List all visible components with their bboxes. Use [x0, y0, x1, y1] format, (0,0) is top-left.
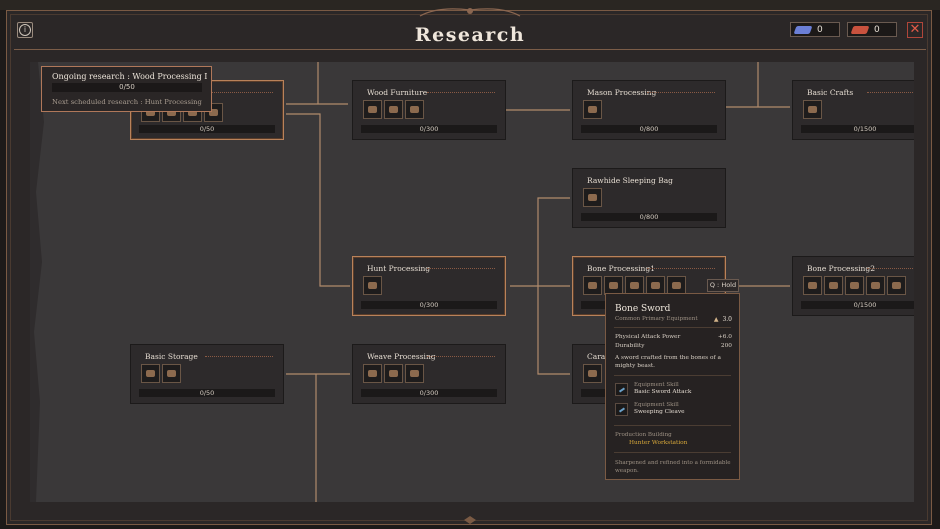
item-tooltip: Bone Sword Common Primary Equipment ▲3.0…	[605, 293, 740, 480]
production-building-value: Hunter Workstation	[629, 440, 688, 446]
node-progress: 0/50	[139, 125, 275, 133]
ongoing-research-progress: 0/50	[52, 83, 202, 92]
ongoing-research-label: Ongoing research : Wood Processing I	[52, 72, 208, 81]
research-tree-canvas[interactable]: 0/50 Wood Furniture 0/300 Mason Processi…	[30, 62, 914, 502]
node-item-icon[interactable]	[803, 100, 822, 119]
info-icon: i	[19, 24, 31, 36]
tree-connectors	[30, 62, 790, 502]
node-item-icon[interactable]	[887, 276, 906, 295]
node-item-icon[interactable]	[405, 364, 424, 383]
node-item-icon[interactable]	[583, 276, 602, 295]
node-wood-furniture[interactable]: Wood Furniture 0/300	[352, 80, 506, 140]
title-ornament	[419, 8, 521, 17]
window-title: Research	[414, 24, 526, 46]
red-resource-icon	[850, 25, 870, 34]
close-button[interactable]: ✕	[907, 22, 923, 38]
node-item-icon[interactable]	[824, 276, 843, 295]
tooltip-stat: Physical Attack Power+6.0	[615, 334, 732, 340]
node-title: Hunt Processing	[367, 264, 431, 273]
node-hunt-processing[interactable]: Hunt Processing 0/300	[352, 256, 506, 316]
tooltip-skill: Equipment Skill Sweeping Cleave	[615, 402, 732, 417]
hold-hotkey-hint: Q : Hold	[707, 279, 739, 292]
node-item-icon[interactable]	[803, 276, 822, 295]
node-item-icon[interactable]	[583, 188, 602, 207]
node-item-icon[interactable]	[583, 364, 602, 383]
resource-counter-blue: 0	[790, 22, 840, 37]
node-progress: 0/800	[581, 213, 717, 221]
node-progress: 0/1500	[801, 125, 914, 133]
node-title: Basic Storage	[145, 352, 198, 361]
node-title: Bone Processing2	[807, 264, 875, 273]
tooltip-flavor-text: Sharpened and refined into a formidable …	[615, 460, 731, 474]
node-progress: 0/300	[361, 301, 497, 309]
node-item-icon[interactable]	[405, 100, 424, 119]
node-item-icon[interactable]	[384, 100, 403, 119]
node-title: Bone Processing1	[587, 264, 655, 273]
node-item-icon[interactable]	[583, 100, 602, 119]
tooltip-item-name: Bone Sword	[615, 304, 671, 314]
node-progress: 0/300	[361, 125, 497, 133]
node-title: Mason Processing	[587, 88, 657, 97]
node-mason-processing[interactable]: Mason Processing 0/800	[572, 80, 726, 140]
bottom-ornament	[464, 516, 476, 524]
node-item-icon[interactable]	[363, 364, 382, 383]
tooltip-item-rarity: Common Primary Equipment	[615, 316, 698, 322]
tooltip-item-score: ▲3.0	[713, 316, 732, 323]
node-item-icon[interactable]	[141, 364, 160, 383]
node-rawhide-sleeping-bag[interactable]: Rawhide Sleeping Bag 0/800	[572, 168, 726, 228]
node-item-icon[interactable]	[363, 276, 382, 295]
node-basic-storage[interactable]: Basic Storage 0/50	[130, 344, 284, 404]
node-bone-processing2[interactable]: Bone Processing2 0/1500	[792, 256, 914, 316]
node-item-icon[interactable]	[866, 276, 885, 295]
node-progress: 0/50	[139, 389, 275, 397]
score-triangle-icon: ▲	[713, 316, 719, 323]
node-progress: 0/300	[361, 389, 497, 397]
info-button[interactable]: i	[17, 22, 33, 38]
resource-counter-red: 0	[847, 22, 897, 37]
ongoing-research-panel: Ongoing research : Wood Processing I 0/5…	[41, 66, 212, 112]
top-status-strip	[0, 0, 940, 10]
node-item-icon[interactable]	[384, 364, 403, 383]
next-scheduled-research: Next scheduled research : Hunt Processin…	[52, 98, 202, 106]
header-divider	[14, 49, 926, 50]
node-progress: 0/1500	[801, 301, 914, 309]
node-item-icon[interactable]	[162, 364, 181, 383]
node-title: Rawhide Sleeping Bag	[587, 176, 673, 185]
node-progress: 0/800	[581, 125, 717, 133]
production-building-label: Production Building	[615, 432, 672, 438]
node-basic-crafts[interactable]: Basic Crafts 0/1500	[792, 80, 914, 140]
node-title: Carap	[587, 352, 611, 361]
node-title: Basic Crafts	[807, 88, 854, 97]
cleave-skill-icon	[615, 403, 628, 416]
node-item-icon[interactable]	[604, 276, 623, 295]
node-item-icon[interactable]	[363, 100, 382, 119]
blue-resource-icon	[793, 25, 813, 34]
sword-skill-icon	[615, 383, 628, 396]
tooltip-description: A sword crafted from the bones of a migh…	[615, 355, 721, 369]
node-title: Wood Furniture	[367, 88, 428, 97]
node-item-icon[interactable]	[845, 276, 864, 295]
node-weave-processing[interactable]: Weave Processing 0/300	[352, 344, 506, 404]
tooltip-skill: Equipment Skill Basic Sword Attack	[615, 382, 732, 397]
node-title: Weave Processing	[367, 352, 436, 361]
